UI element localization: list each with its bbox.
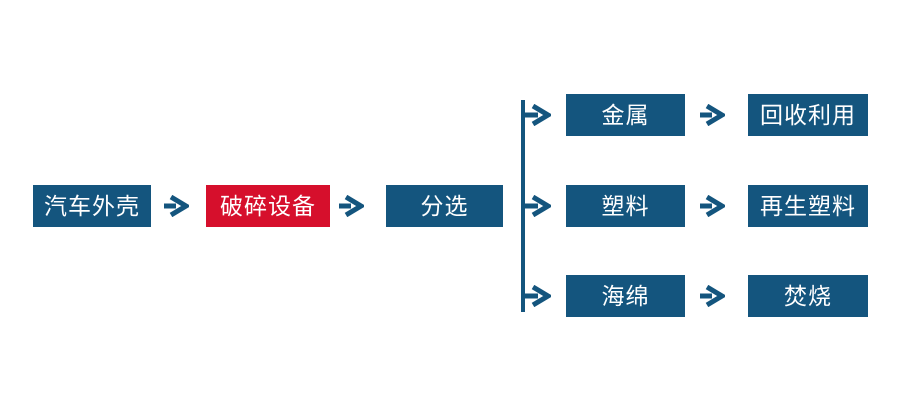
node-recycling: 回收利用 [748, 94, 868, 136]
node-recycling-label: 回收利用 [760, 101, 856, 128]
node-plastic: 塑料 [566, 185, 685, 227]
node-recycled-plastic: 再生塑料 [748, 185, 868, 227]
right-arrow-icon [700, 195, 725, 217]
node-crushing-equipment-label: 破碎设备 [220, 192, 316, 219]
right-arrow-icon [700, 104, 725, 126]
right-arrow-icon [339, 195, 364, 217]
node-sorting-label: 分选 [420, 192, 469, 219]
node-recycled-plastic-label: 再生塑料 [760, 192, 856, 219]
node-metal-label: 金属 [601, 101, 650, 128]
right-arrow-icon [525, 285, 551, 307]
node-car-shell-label: 汽车外壳 [44, 192, 140, 219]
node-crushing-equipment: 破碎设备 [206, 185, 330, 227]
node-plastic-label: 塑料 [601, 192, 650, 219]
node-metal: 金属 [566, 94, 685, 136]
right-arrow-icon [525, 104, 551, 126]
branch-line [521, 100, 525, 312]
node-car-shell: 汽车外壳 [33, 185, 151, 227]
node-incineration: 焚烧 [748, 275, 868, 317]
right-arrow-icon [525, 195, 551, 217]
node-sorting: 分选 [386, 185, 503, 227]
node-sponge-label: 海绵 [601, 282, 650, 309]
right-arrow-icon [164, 195, 189, 217]
node-sponge: 海绵 [566, 275, 685, 317]
node-incineration-label: 焚烧 [784, 282, 832, 309]
right-arrow-icon [700, 285, 725, 307]
